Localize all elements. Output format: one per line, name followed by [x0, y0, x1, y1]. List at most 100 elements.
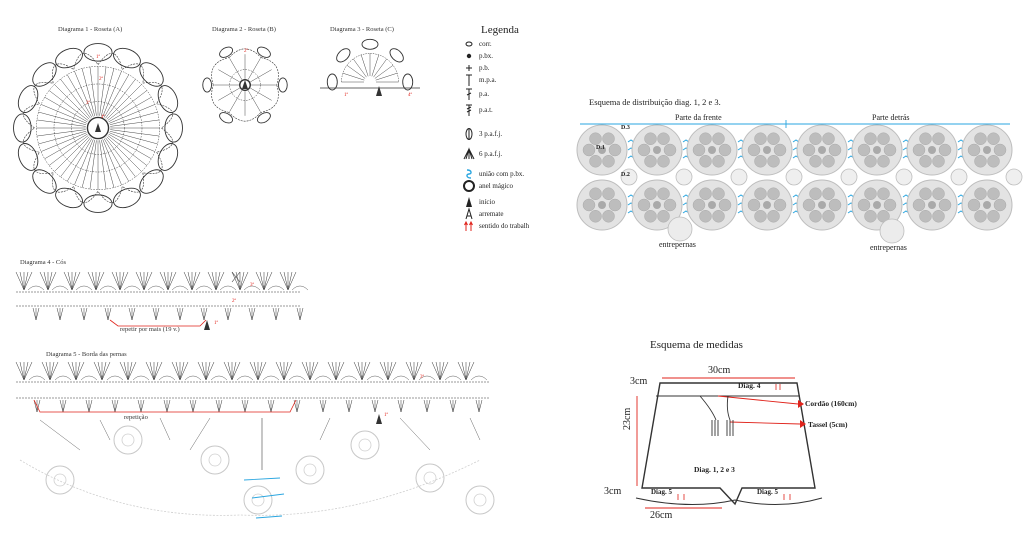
- stitch-spoke: [106, 136, 142, 172]
- fan-stitch: [413, 361, 423, 381]
- fan-stitch: [205, 361, 211, 381]
- fan-stitch: [439, 361, 449, 381]
- faded-rosette: [243, 485, 273, 515]
- fan-stitch: [249, 361, 259, 381]
- chain-arch: [392, 375, 410, 381]
- finish-icon: [465, 207, 473, 220]
- motif-center: [708, 146, 716, 154]
- diagram-4-repeat-note: repetir por mais (19 v.): [120, 326, 180, 333]
- stitch-spoke: [107, 90, 148, 121]
- motif-petal: [987, 132, 1000, 145]
- fan-stitch: [23, 361, 29, 381]
- petal-cluster: [389, 48, 404, 63]
- motif-petal: [608, 198, 622, 212]
- fan-stitch: [287, 271, 293, 291]
- chain-arch: [236, 375, 254, 381]
- v-stitch: [478, 399, 483, 413]
- motif-petal: [699, 210, 712, 223]
- motif-petal: [987, 210, 1000, 223]
- fan-stitch: [179, 361, 189, 381]
- motif-petal: [602, 187, 615, 200]
- motif-petal: [754, 210, 767, 223]
- round-marker: 4ª: [101, 114, 106, 120]
- stitch-spoke: [109, 111, 158, 126]
- motif-petal: [712, 155, 725, 168]
- v-stitch: [140, 399, 145, 413]
- fan-stitch: [93, 361, 103, 381]
- fan-stitch: [23, 271, 33, 291]
- motif-petal: [692, 143, 706, 157]
- v-stitch: [272, 307, 277, 321]
- fan-stitch: [231, 361, 237, 381]
- fan-stitch: [223, 361, 233, 381]
- legend-label: sentido do trabalh: [479, 222, 530, 230]
- fan-stitch: [357, 361, 363, 381]
- chain-arch: [444, 375, 462, 381]
- faded-rosette: [295, 455, 325, 485]
- stitch-spoke: [109, 104, 155, 124]
- cord: [699, 395, 731, 421]
- motif-petal: [602, 155, 615, 168]
- legend-title: Legenda: [481, 24, 519, 36]
- connector-line: [469, 417, 481, 441]
- fan-stitch: [283, 271, 289, 291]
- round-marker: 4ª: [408, 92, 413, 98]
- chain-loop: [260, 57, 279, 86]
- join-slip-icon: [466, 169, 472, 179]
- start-icon: [466, 197, 472, 207]
- petal-cluster: [17, 85, 39, 113]
- motif-petal: [822, 132, 835, 145]
- motif-petal: [747, 143, 761, 157]
- stitch-spoke: [250, 87, 272, 101]
- petal-cluster: [202, 77, 213, 93]
- fan-stitch: [253, 361, 259, 381]
- v-stitch: [248, 307, 253, 321]
- fan-stitch: [111, 271, 121, 291]
- stitch-spoke: [99, 66, 107, 116]
- chain-arch: [243, 285, 261, 291]
- legend-item: arremate: [461, 207, 503, 220]
- fan-stitch: [227, 361, 233, 381]
- v-stitch: [270, 399, 275, 413]
- fan-stitch: [87, 271, 97, 291]
- stitch-spoke: [107, 135, 148, 166]
- motif-petal: [754, 155, 767, 168]
- fan-stitch: [207, 271, 217, 291]
- faded-rosette-core: [473, 493, 487, 507]
- stitch-spoke: [374, 65, 394, 79]
- petal-cluster: [83, 194, 113, 213]
- motif-petal: [602, 132, 615, 145]
- fan-stitch: [205, 361, 215, 381]
- stitch-spoke: [38, 111, 87, 126]
- motif-center: [873, 146, 881, 154]
- chain-arch: [366, 375, 384, 381]
- cord-pointer: [717, 395, 799, 405]
- fan-stitch: [327, 361, 337, 381]
- motif-center: [928, 201, 936, 209]
- fan-stitch: [23, 361, 33, 381]
- chain-arch: [314, 375, 332, 381]
- stitch-spoke: [375, 72, 398, 81]
- diag5-right-label: Diag. 5: [757, 488, 778, 496]
- legend-symbol: [461, 127, 477, 141]
- motif-center: [818, 201, 826, 209]
- v-stitch: [296, 307, 301, 321]
- small-motif: [785, 168, 803, 186]
- fan-stitch: [201, 361, 207, 381]
- motif-petal: [967, 143, 981, 157]
- start-icon: [376, 414, 382, 424]
- v-stitch: [35, 307, 40, 321]
- stitch-spoke: [41, 132, 87, 152]
- stitch-spoke: [60, 78, 91, 119]
- fan-stitch: [301, 361, 311, 381]
- petal-cluster: [139, 169, 164, 194]
- faded-rosette: [415, 463, 445, 493]
- v-stitch: [56, 307, 61, 321]
- fan-stitch: [15, 361, 25, 381]
- fan-stitch: [191, 271, 201, 291]
- v-stitch: [400, 399, 405, 413]
- fan-stitch: [153, 361, 159, 381]
- chain-arch: [418, 375, 436, 381]
- faded-rosette: [45, 465, 75, 495]
